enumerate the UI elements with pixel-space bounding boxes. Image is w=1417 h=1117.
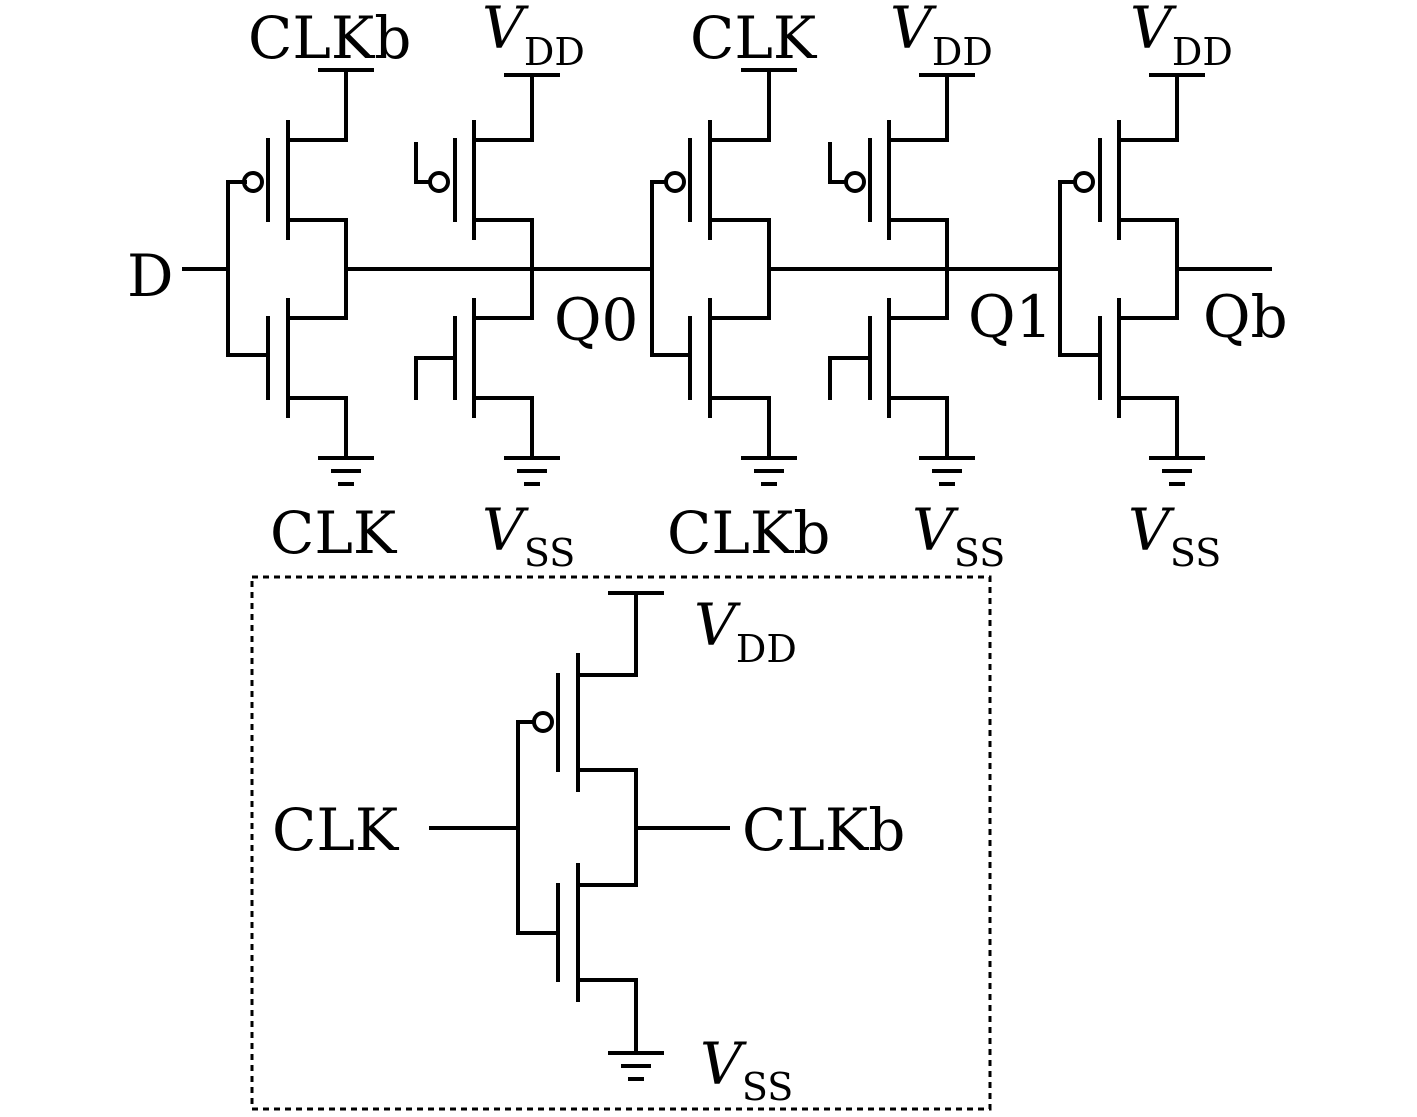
ground-symbol [1149,456,1205,486]
inset-label-clkb: CLKb [742,796,905,864]
inset-input-wire [429,720,560,935]
nmos-3 [1098,298,1179,460]
label-clk-bottom-1: CLK [270,499,398,567]
nmos-2 [688,267,771,460]
label-q0: Q0 [554,286,638,354]
nmos-d-1 [266,267,348,460]
stage-2-input-wire [650,180,692,357]
inset-pmos [532,591,664,830]
stage-3-input-wire [1058,180,1102,357]
label-vdd-3: VDD [1130,0,1233,74]
ground-symbol [608,1051,664,1081]
pmos-3 [1073,73,1205,320]
label-vss-1: VSS [482,496,575,575]
inset-dashed-border [250,575,992,1111]
clock-inverter-inset: CLK CLKb VDD VSS [250,575,992,1111]
label-qb: Qb [1203,283,1288,351]
label-q1: Q1 [968,283,1052,351]
ground-symbol [504,456,560,486]
pmos-2 [828,73,975,320]
label-vss-3: VSS [1128,496,1221,575]
label-vss-2: VSS [912,496,1005,575]
ground-symbol [741,456,797,486]
inset-nmos [556,826,638,1055]
inset-label-vdd: VDD [694,591,797,671]
stage-1 [182,68,654,486]
ground-symbol [318,456,374,486]
nmos-clk-1 [414,298,534,460]
label-d: D [127,242,174,310]
stage-3 [1058,73,1272,486]
nmos-clkb-2 [828,298,949,460]
pmos-d-1 [414,73,560,320]
stage-2 [650,68,1062,486]
input-d-wire [182,180,270,357]
label-clkb-top-1: CLKb [248,4,411,72]
ground-symbol [919,456,975,486]
label-clkb-bottom-2: CLKb [667,499,830,567]
pmos-clkb-1 [242,68,374,271]
label-clk-top-2: CLK [690,4,818,72]
inset-label-vss: VSS [700,1030,793,1109]
inset-label-clk: CLK [272,796,400,864]
label-vdd-1: VDD [482,0,585,74]
label-vdd-2: VDD [890,0,993,74]
pmos-clk-2 [664,68,797,271]
